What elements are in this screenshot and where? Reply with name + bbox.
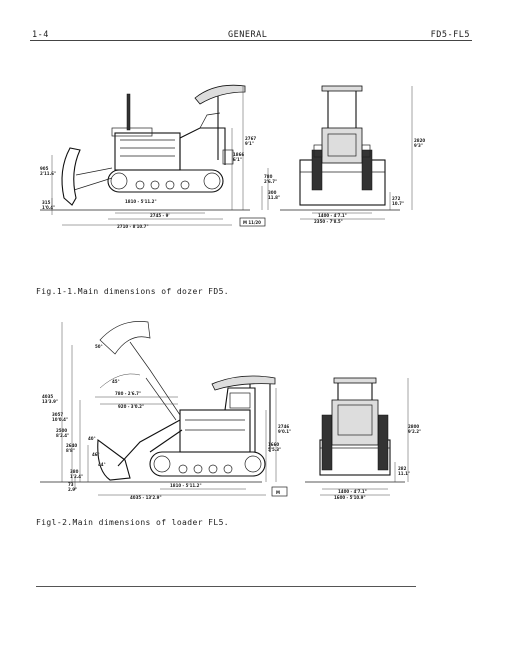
- dozer-blade-height-label: 905: [40, 166, 49, 171]
- figure2-caption: Figl-2.Main dimensions of loader FL5.: [36, 518, 230, 527]
- page-number: 1-4: [32, 30, 49, 40]
- dozer-track-label: 2745 - 9': [150, 213, 170, 218]
- loader-angle-rollback: 50°: [95, 344, 103, 349]
- svg-text:10'0.4": 10'0.4": [52, 417, 68, 422]
- dozer-height-label: 2767: [245, 136, 256, 141]
- loader-engine-height-label: 1660: [268, 442, 279, 447]
- svg-text:9'3": 9'3": [414, 143, 423, 148]
- loader-front-height-label: 2800: [408, 424, 419, 429]
- loader-ground-clear-label: 282: [398, 466, 407, 471]
- loader-angle-1: 40°: [88, 436, 96, 441]
- loader-angle-3: 44°: [98, 462, 106, 467]
- dozer-ground-clear-label: 272: [392, 196, 401, 201]
- svg-text:9'1": 9'1": [245, 141, 254, 146]
- footer-rule: [36, 586, 416, 587]
- svg-text:13'3.9": 13'3.9": [42, 399, 58, 404]
- svg-text:2.9": 2.9": [68, 487, 77, 492]
- dozer-length-label: 1810 - 5'11.2": [125, 199, 157, 204]
- loader-reach1-label: 780 - 2'6.7": [115, 391, 141, 396]
- loader-dump-height-label: 2500: [56, 428, 67, 433]
- dozer-clearance-label: 300: [268, 190, 277, 195]
- dozer-drawing-code: M 11/20: [243, 220, 261, 225]
- dozer-front-height-label: 2820: [414, 138, 425, 143]
- dozer-side-view: 1810 - 5'11.2" 2745 - 9' 2710 - 8'10.7" …: [40, 84, 280, 229]
- loader-cab-height-label: 2746: [278, 424, 289, 429]
- dozer-gauge-label: 1400 - 4'7.1": [318, 213, 347, 218]
- section-title: GENERAL: [228, 30, 268, 40]
- loader-max-height-label: 4035: [42, 394, 53, 399]
- loader-ground-label: 73: [68, 482, 74, 487]
- figure1-caption: Fig.1-1.Main dimensions of dozer FD5.: [36, 287, 230, 296]
- dozer-sprocket-label: 780: [264, 174, 273, 179]
- loader-reach2-label: 920 - 3'0.2": [118, 404, 144, 409]
- svg-text:10.7": 10.7": [392, 201, 404, 206]
- svg-text:1'0.4": 1'0.4": [42, 205, 55, 210]
- loader-gauge-label: 1400 - 4'7.1": [338, 489, 367, 494]
- model-code: FD5-FL5: [430, 30, 470, 40]
- svg-text:6'1": 6'1": [233, 157, 242, 162]
- loader-bucket-width-label: 1600 - 5'10.9": [334, 495, 366, 500]
- dozer-overall-length-label: 2710 - 8'10.7": [117, 224, 149, 229]
- svg-text:11.8": 11.8": [268, 195, 280, 200]
- svg-text:5'5.3": 5'5.3": [268, 447, 281, 452]
- dozer-body-height-label: 1866: [233, 152, 244, 157]
- dozer-blade-drop-label: 315: [42, 200, 51, 205]
- loader-bucket-height-label: 2640: [66, 443, 77, 448]
- header-rule: [30, 40, 472, 41]
- dozer-blade-width-label: 2350 - 7'8.5": [314, 219, 343, 224]
- svg-text:2'11.6": 2'11.6": [40, 171, 56, 176]
- svg-text:1'2.4": 1'2.4": [70, 474, 83, 479]
- loader-dig-depth-label: 380: [70, 469, 79, 474]
- svg-text:9'2.2": 9'2.2": [408, 429, 421, 434]
- loader-angle-2: 46°: [92, 452, 100, 457]
- loader-angle-dump: 45°: [112, 379, 120, 384]
- svg-text:9'0.1": 9'0.1": [278, 429, 291, 434]
- loader-side-view: 4035 13'3.9" 3057 10'0.4" 2500 8'2.4" 26…: [40, 321, 291, 500]
- svg-text:8'8": 8'8": [66, 448, 75, 453]
- svg-text:8'2.4": 8'2.4": [56, 433, 69, 438]
- loader-drawing-code: M: [276, 490, 280, 495]
- loader-length-label: 4035 - 13'2.9": [130, 495, 162, 500]
- loader-front-view: 2800 9'2.2" 282 11.1" 1400 - 4'7.1" 1600…: [305, 377, 421, 500]
- svg-text:11.1": 11.1": [398, 471, 410, 476]
- loader-pin-height-label: 3057: [52, 412, 63, 417]
- svg-text:2'6.7": 2'6.7": [264, 179, 277, 184]
- dozer-front-view: 2820 9'3" 272 10.7" 1400 - 4'7.1" 2350 -…: [280, 85, 425, 224]
- loader-track-label: 1810 - 5'11.2": [170, 483, 202, 488]
